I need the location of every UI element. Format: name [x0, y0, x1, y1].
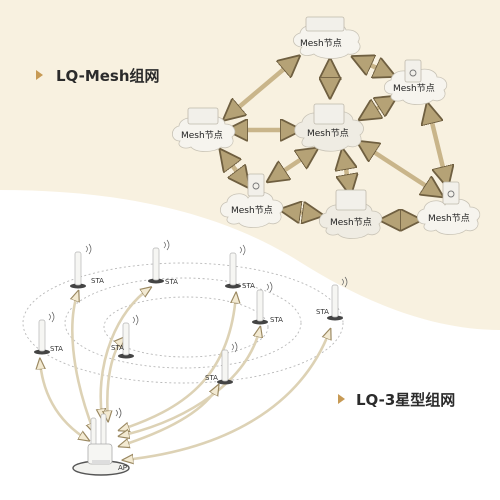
ap-label: AP	[118, 464, 127, 472]
mesh-node-label: Mesh节点	[300, 38, 342, 49]
sta-device: STA	[148, 239, 178, 286]
mesh-link	[360, 143, 440, 195]
ring-outer	[22, 262, 344, 384]
star-link	[120, 328, 260, 436]
sta-device: STA	[34, 311, 63, 355]
sta-label: STA	[205, 374, 218, 382]
star-links	[40, 288, 330, 460]
mesh-node: Mesh节点	[318, 189, 383, 239]
star-link	[40, 360, 88, 440]
mesh-node: Mesh节点	[416, 181, 481, 235]
mesh-node: Mesh节点	[294, 103, 364, 152]
mesh-links	[222, 58, 447, 220]
mesh-node-label: Mesh节点	[393, 83, 435, 94]
mesh-node-label: Mesh节点	[181, 130, 223, 141]
ap-device: AP	[72, 407, 130, 476]
mesh-link	[222, 152, 247, 185]
mesh-node: Mesh节点	[171, 107, 236, 152]
star-title: LQ-3星型组网	[356, 391, 455, 409]
mesh-node: Mesh节点	[293, 16, 361, 59]
star-title-marker	[338, 394, 345, 404]
star-link	[124, 330, 330, 460]
mesh-node: Mesh节点	[219, 173, 284, 228]
sta-label: STA	[242, 282, 255, 290]
sta-device: STA	[111, 314, 139, 359]
mesh-link	[283, 210, 320, 215]
sta-label: STA	[165, 278, 178, 286]
sta-label: STA	[111, 344, 124, 352]
mesh-link	[226, 58, 297, 118]
star-link	[120, 294, 236, 430]
sta-label: STA	[91, 277, 104, 285]
ring-middle	[64, 277, 302, 369]
mesh-link	[355, 58, 392, 75]
star-link	[120, 386, 218, 446]
mesh-link	[362, 98, 394, 118]
sta-devices: STA STA STA STA STA	[34, 239, 348, 385]
sta-label: STA	[270, 316, 283, 324]
sta-device: STA	[205, 341, 238, 385]
sta-label: STA	[316, 308, 329, 316]
mesh-node-label: Mesh节点	[231, 205, 273, 216]
sta-device: STA	[252, 281, 283, 325]
mesh-link	[343, 152, 350, 192]
mesh-title: LQ-Mesh组网	[56, 67, 160, 85]
star-link	[72, 292, 94, 432]
sta-device: STA	[316, 276, 348, 321]
star-rings	[22, 262, 344, 384]
sta-device: STA	[225, 244, 255, 290]
mesh-node: Mesh节点	[383, 59, 448, 105]
sta-device: STA	[70, 243, 104, 289]
mesh-node-label: Mesh节点	[330, 217, 372, 228]
mesh-node-label: Mesh节点	[307, 128, 349, 139]
mesh-title-marker	[36, 70, 43, 80]
mesh-nodes: Mesh节点 Mesh节点 Mesh节点 Mesh节点 Mesh节点	[171, 16, 481, 239]
sta-label: STA	[50, 345, 63, 353]
mesh-link	[270, 150, 315, 180]
mesh-node-label: Mesh节点	[428, 213, 470, 224]
